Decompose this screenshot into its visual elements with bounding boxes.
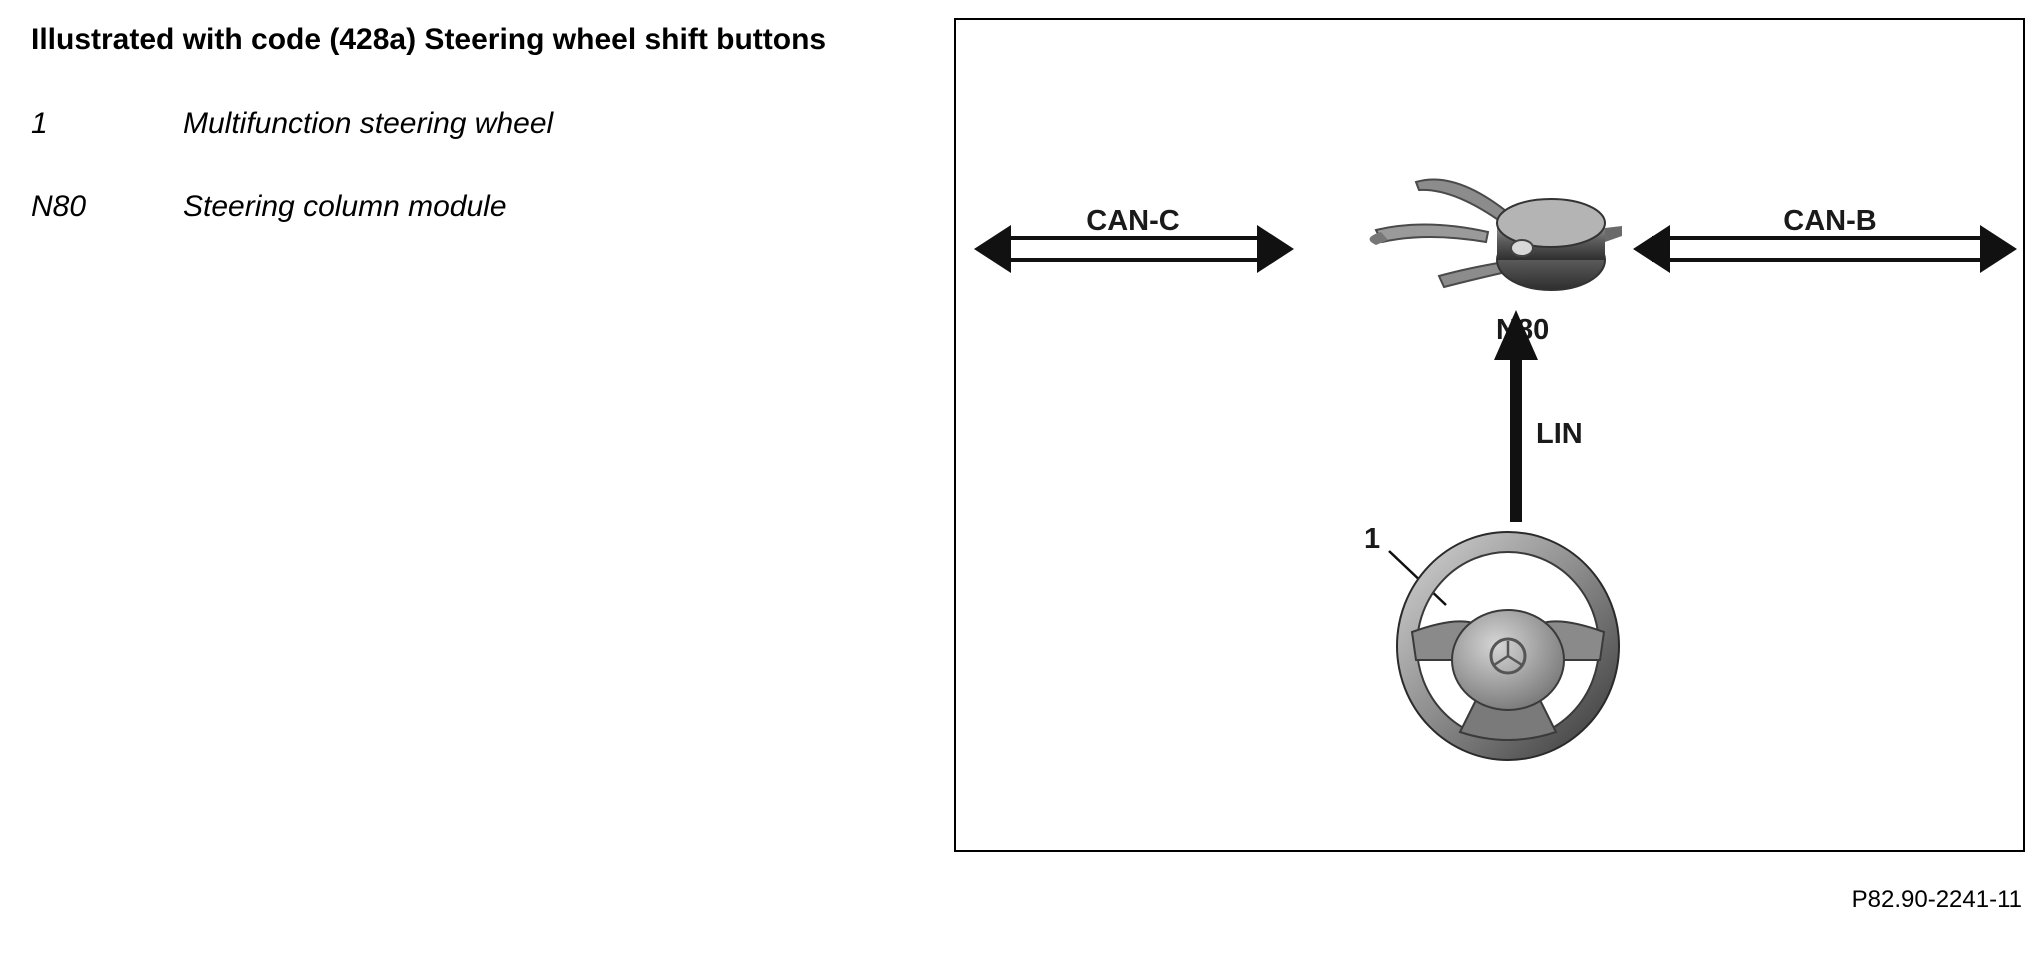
steering-column-module-icon xyxy=(1369,178,1622,291)
network-diagram: CAN-C CAN-B N80 LIN xyxy=(974,178,2017,761)
can-b-arrow xyxy=(1633,225,2017,273)
can-c-label: CAN-C xyxy=(1086,205,1179,237)
legend-description: Multifunction steering wheel xyxy=(183,107,554,140)
legend-key: N80 xyxy=(31,190,87,223)
item-1-label: 1 xyxy=(1364,523,1380,555)
legend-key: 1 xyxy=(31,107,48,140)
legend-description: Steering column module xyxy=(183,190,507,223)
network-diagram-frame: CAN-C CAN-B N80 LIN xyxy=(954,18,2025,852)
steering-wheel-icon xyxy=(1396,531,1620,761)
lin-label: LIN xyxy=(1536,418,1583,450)
lin-arrow xyxy=(1494,310,1538,522)
can-c-arrow xyxy=(974,225,1294,273)
item-1-leader-line xyxy=(1388,550,1447,606)
can-b-label: CAN-B xyxy=(1783,205,1876,237)
figure-reference-code: P82.90-2241-11 xyxy=(1851,886,2022,913)
page-title: Illustrated with code (428a) Steering wh… xyxy=(31,23,827,56)
